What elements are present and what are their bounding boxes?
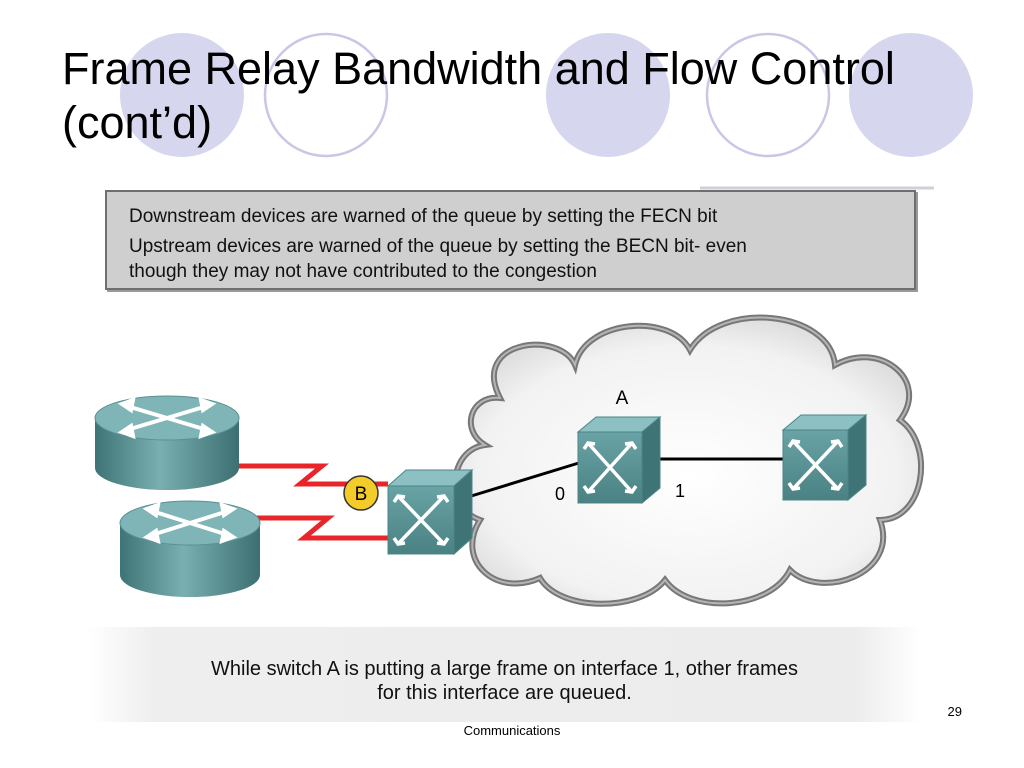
remote-switch (781, 413, 868, 502)
info-line-becn-cont: though they may not have contributed to … (129, 261, 597, 282)
deco-circle (849, 33, 973, 157)
footer-text: Communications (463, 723, 561, 738)
switch-a-label: A (616, 388, 629, 409)
switch-arrows-icon (392, 494, 450, 546)
router-arrows-icon (142, 501, 238, 545)
serial-link-router-1 (232, 463, 388, 487)
caption-line-1: While switch A is putting a large frame … (211, 658, 798, 680)
router-arrows-icon (117, 396, 217, 440)
deco-circle (263, 32, 389, 158)
router-2 (119, 500, 261, 597)
title-line-2: (cont’d) (62, 97, 213, 148)
switch-arrows-icon (787, 439, 844, 491)
title-line-1: Frame Relay Bandwidth and Flow Control (62, 43, 895, 94)
edge-switch (386, 468, 474, 556)
interface-1-label: 1 (675, 481, 685, 501)
deco-circle (120, 33, 244, 157)
frame-relay-cloud (452, 314, 924, 607)
interface-0-label: 0 (555, 484, 565, 504)
info-box: Downstream devices are warned of the que… (105, 190, 916, 290)
info-line-fecn: Downstream devices are warned of the que… (129, 206, 718, 227)
caption-line-2: for this interface are queued. (377, 682, 632, 704)
decorative-circles (120, 32, 973, 190)
network-diagram: B A 0 1 (94, 314, 924, 607)
deco-circle (546, 33, 670, 157)
caption-box: While switch A is putting a large frame … (88, 627, 921, 722)
point-b-marker: B (343, 475, 379, 511)
caption: While switch A is putting a large frame … (88, 657, 921, 705)
switch-arrows-icon (582, 441, 638, 494)
serial-link-router-2 (256, 515, 390, 541)
deco-circle (705, 32, 831, 158)
page-number: 29 (947, 704, 962, 719)
info-line-becn: Upstream devices are warned of the queue… (129, 236, 747, 257)
slide-title: Frame Relay Bandwidth and Flow Control (… (62, 42, 992, 150)
link-edge-to-switch-a (467, 460, 583, 499)
router-1 (94, 395, 240, 490)
point-b-label: B (355, 484, 368, 505)
switch-a (576, 415, 662, 505)
